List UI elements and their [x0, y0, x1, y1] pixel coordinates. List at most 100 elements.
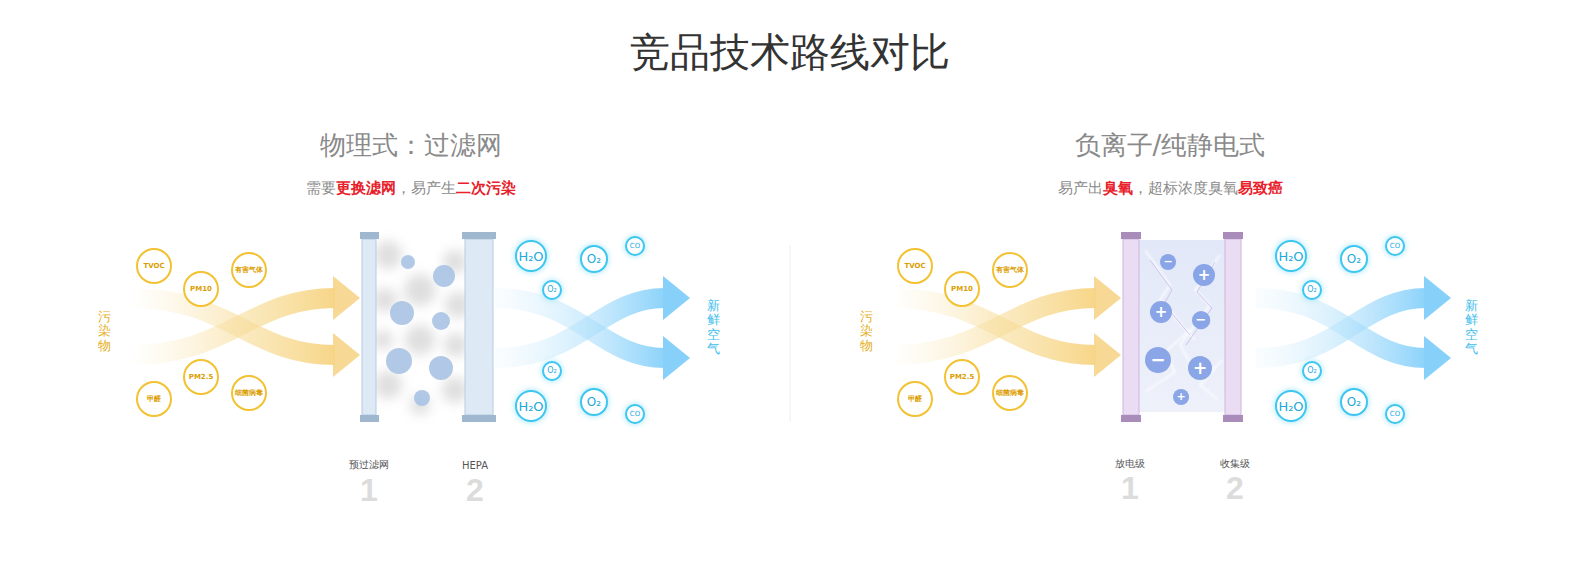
circle-shape	[626, 405, 644, 423]
page-title: 竞品技术路线对比	[630, 25, 950, 80]
ion-circle: −	[1145, 347, 1171, 373]
pollutant-text: 有害气体	[235, 267, 263, 274]
pollutant-circle: 甲醛	[897, 381, 933, 417]
circle-shape	[1145, 347, 1171, 373]
ion-text: −	[1163, 256, 1172, 267]
pollutant-text: 有害气体	[996, 267, 1024, 274]
pollutant-circle: PM2.5	[944, 359, 980, 395]
circle-shape	[1386, 237, 1404, 255]
molecule-text: O₂	[587, 396, 601, 408]
pollutant-text: 甲醛	[147, 396, 161, 403]
flow-label: 污染物	[860, 310, 873, 353]
warning-text: 易致癌	[1238, 179, 1283, 197]
subtitle-text: 需要	[306, 179, 336, 197]
circle-shape	[1386, 405, 1404, 423]
pollutant-text: PM2.5	[189, 374, 214, 381]
molecule-circle: H₂O	[1275, 390, 1307, 422]
circle-shape	[1193, 264, 1215, 286]
circle-shape	[184, 360, 218, 394]
molecule-text: CO	[630, 243, 640, 250]
circle-shape	[184, 272, 218, 306]
stage-number: 2	[1226, 470, 1244, 507]
ion-circle: +	[1150, 301, 1172, 323]
flow-label: 污染物	[98, 310, 111, 353]
molecule-circle: O₂	[580, 388, 608, 416]
ion-text: +	[1176, 391, 1185, 402]
circle-shape	[581, 246, 607, 272]
pollutant-circle: TVOC	[897, 248, 933, 284]
pollutant-circle: PM10	[944, 271, 980, 307]
molecule-text: O₂	[587, 253, 601, 265]
ion-text: −	[1196, 313, 1207, 326]
pollutant-text: TVOC	[143, 263, 164, 270]
molecule-circle: CO	[1385, 404, 1405, 424]
circle-shape	[1188, 356, 1212, 380]
molecule-text: O₂	[1307, 286, 1317, 294]
molecule-circle: O₂	[1302, 280, 1322, 300]
molecule-text: O₂	[547, 286, 557, 294]
pollutant-circle: TVOC	[136, 248, 172, 284]
molecule-circle: CO	[625, 404, 645, 424]
warning-text: 臭氧	[1103, 179, 1133, 197]
molecule-circle: O₂	[542, 280, 562, 300]
molecule-text: O₂	[1347, 396, 1361, 408]
circle-shape	[945, 272, 979, 306]
pollutant-circle: PM2.5	[183, 359, 219, 395]
stage-number: 1	[1121, 470, 1139, 507]
warning-text: 更换滤网	[336, 179, 396, 197]
stage-number: 1	[360, 472, 378, 509]
circle-shape	[516, 241, 546, 271]
molecule-text: H₂O	[518, 250, 543, 263]
ionizer-illustration	[1121, 232, 1243, 422]
molecule-circle: O₂	[1340, 245, 1368, 273]
pollutant-circle: 细菌病毒	[992, 375, 1028, 411]
ion-circle: −	[1160, 254, 1176, 270]
pollutant-circle: 细菌病毒	[231, 375, 267, 411]
molecule-circle: O₂	[1340, 388, 1368, 416]
circle-shape	[993, 253, 1027, 287]
circle-shape	[232, 253, 266, 287]
circle-shape	[1303, 281, 1321, 299]
circle-shape	[1303, 362, 1321, 380]
pollutant-circle: PM10	[183, 271, 219, 307]
circle-shape	[543, 362, 561, 380]
part-name: 收集级	[1220, 457, 1250, 471]
circle-shape	[945, 360, 979, 394]
molecule-circle: H₂O	[1275, 240, 1307, 272]
ion-circle: −	[1192, 311, 1210, 329]
molecule-text: O₂	[1347, 253, 1361, 265]
molecule-circle: O₂	[1302, 361, 1322, 381]
molecule-circle: CO	[1385, 236, 1405, 256]
flow-label: 新鲜空气	[1465, 299, 1478, 356]
part-name: 放电级	[1115, 457, 1145, 471]
pollutant-circle: 甲醛	[136, 381, 172, 417]
circle-shape	[581, 389, 607, 415]
circle-shape	[543, 281, 561, 299]
pollutant-text: 细菌病毒	[235, 390, 263, 397]
panel-heading: 负离子/纯静电式	[1075, 128, 1266, 163]
circle-shape	[626, 237, 644, 255]
ion-text: +	[1155, 305, 1168, 320]
pollutant-text: PM10	[190, 286, 212, 293]
ion-text: −	[1150, 351, 1165, 369]
circle-shape	[137, 382, 171, 416]
pollutant-circle: 有害气体	[992, 252, 1028, 288]
circle-shape	[137, 249, 171, 283]
molecule-text: H₂O	[1278, 250, 1303, 263]
molecule-text: O₂	[547, 367, 557, 375]
ion-circle: +	[1193, 264, 1215, 286]
subtitle-text: 易产出	[1058, 179, 1103, 197]
circle-shape	[993, 376, 1027, 410]
molecule-circle: H₂O	[515, 390, 547, 422]
circle-shape	[1276, 391, 1306, 421]
pollutant-circle: 有害气体	[231, 252, 267, 288]
molecule-circle: O₂	[542, 361, 562, 381]
molecule-text: CO	[1390, 243, 1400, 250]
circle-shape	[1192, 311, 1210, 329]
circle-shape	[898, 382, 932, 416]
circle-shape	[1276, 241, 1306, 271]
pollutant-text: PM10	[951, 286, 973, 293]
subtitle: 易产出臭氧，超标浓度臭氧易致癌	[1058, 179, 1283, 198]
circle-shape	[898, 249, 932, 283]
part-name: 预过滤网	[349, 458, 389, 472]
